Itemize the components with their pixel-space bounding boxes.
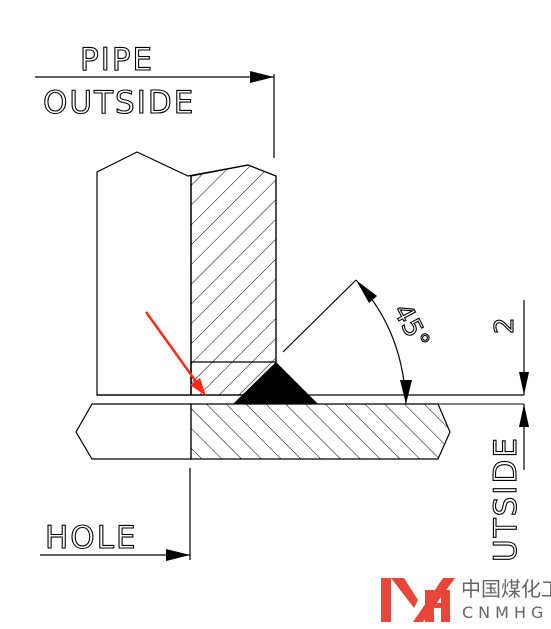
pipe-label: PIPE [80, 42, 154, 78]
pipe-outside-label: OUTSIDE [43, 85, 195, 121]
plate-outer [75, 403, 192, 460]
callout-arrow [144, 311, 206, 396]
hole-label: HOLE [45, 520, 138, 556]
pipe-outside-dimension-leader [35, 71, 275, 158]
logo-latin-text: CNMHG [462, 603, 548, 622]
plate-section-hatched [190, 403, 451, 460]
brand-logo: 中国煤化工 CNMHG [381, 577, 551, 622]
fillet-weld [233, 362, 318, 404]
gap-dimension [519, 300, 529, 470]
hole-dimension-leader [40, 468, 191, 561]
angle-label: 45° [387, 299, 435, 354]
logo-mark-icon [381, 578, 455, 622]
weld-angle-reference-line [282, 279, 357, 353]
logo-chinese-text: 中国煤化工 [461, 577, 551, 601]
vertical-outside-label: UTSIDE [488, 436, 524, 562]
gap-label: 2 [490, 317, 520, 334]
pipe-section-hatched [190, 164, 277, 396]
angle-dimension-arc [355, 279, 412, 405]
